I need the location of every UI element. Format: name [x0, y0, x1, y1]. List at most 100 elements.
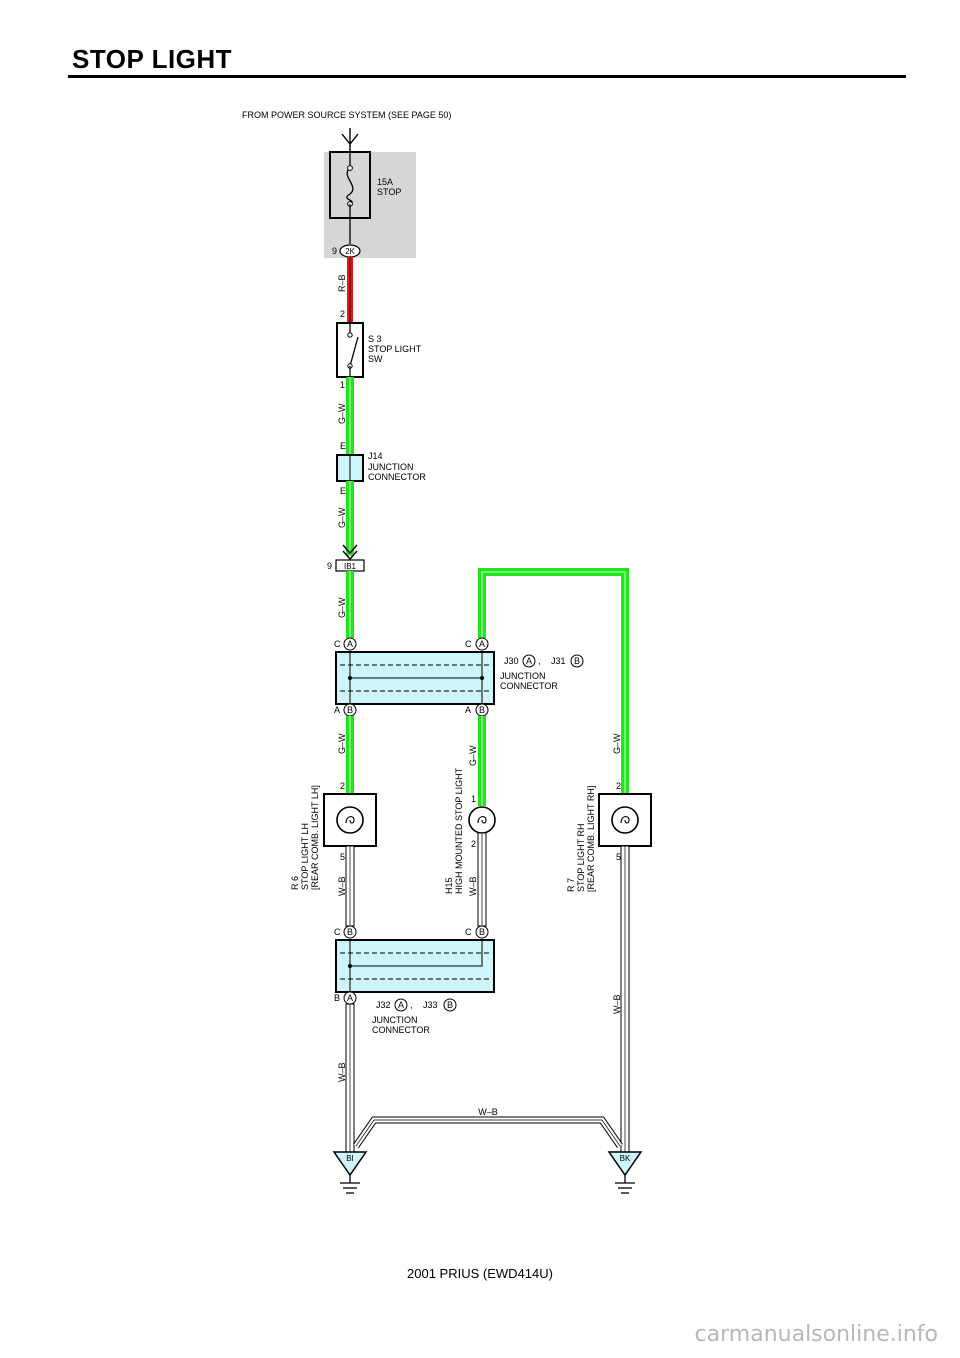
jc-upper-ref1-badge-shape [522, 654, 536, 668]
lamp-rh-pin-bottom: 5 [616, 852, 621, 862]
jc-upper-pin-tr: C [465, 639, 472, 649]
switch-line1: STOP LIGHT [368, 344, 422, 354]
jc-upper-badge-tr-shape [475, 637, 489, 651]
wire-wb-bottom-core [355, 1119, 621, 1147]
wire-wb-bottom-label: W–B [478, 1107, 498, 1117]
wire-wb-hm [477, 832, 487, 927]
jc-lower-ref2-badge-shape [443, 998, 457, 1012]
jc-upper-ref1-badge: A [526, 656, 532, 666]
lamp-hm-id: H15 [444, 877, 454, 894]
wire-wb-hm-label: W–B [468, 876, 478, 896]
wire-wb-bottom [353, 1116, 623, 1148]
wire-gw-lh-label: G–W [337, 733, 347, 754]
jc-lower-badge-tr: B [479, 927, 485, 937]
switch-id: S 3 [368, 334, 382, 344]
watermark: carmanualsonline.info [694, 1322, 938, 1347]
lamp-rh-line1: STOP LIGHT RH [576, 823, 586, 892]
jc-upper-line2: CONNECTOR [500, 681, 558, 691]
wire-wb-ground-label: W–B [337, 1062, 347, 1082]
lamp-lh-filament-icon [345, 816, 355, 824]
jc-lower-badge-bl: A [347, 993, 353, 1003]
jc-upper-node-l [348, 676, 352, 680]
wire-wb-lh-label: W–B [337, 876, 347, 896]
j14-line1: JUNCTION [368, 462, 414, 472]
switch-pin-top: 2 [340, 309, 345, 319]
jc-upper-badge-tl: A [347, 639, 353, 649]
j14-pin-bottom: E [340, 486, 346, 496]
lamp-rh-line2: [REAR COMB. LIGHT RH] [586, 786, 596, 892]
lamp-hm-pin-top: 1 [471, 794, 476, 804]
lamp-hm-pin-bottom: 2 [471, 839, 476, 849]
jc-lower-ref1-badge: A [398, 1000, 404, 1010]
jc-lower-line2: CONNECTOR [372, 1025, 430, 1035]
ground-left-label: BI [346, 1154, 354, 1163]
jc-lower-ref2-badge: B [447, 1000, 453, 1010]
jc-upper-badge-tl-shape [343, 637, 357, 651]
jc-upper-node-r [480, 676, 484, 680]
wire-wb-bottom-fill [353, 1117, 623, 1148]
jc-lower-pin-bl: B [334, 993, 340, 1003]
switch-pin-bottom: 1 [340, 380, 345, 390]
jc-lower-sep: , [410, 1000, 413, 1010]
source-note: FROM POWER SOURCE SYSTEM (SEE PAGE 50) [242, 110, 451, 120]
jc-lower-pin-tl: C [334, 927, 341, 937]
jc-upper-ref2: J31 [551, 656, 566, 666]
conn-ib1-id: IB1 [344, 562, 357, 571]
lamp-rh-filament-icon [620, 816, 630, 824]
lamp-rh-pin-top: 2 [616, 781, 621, 791]
jc-lower-link [350, 940, 483, 967]
j14-id: J14 [368, 451, 383, 461]
j14-pin-top: E [340, 441, 346, 451]
wire-wb-lh [345, 845, 355, 927]
switch-line2: SW [368, 354, 383, 364]
jc-upper-line1: JUNCTION [500, 671, 546, 681]
fuse-element [346, 167, 354, 205]
jc-lower-badge-tl-shape [343, 925, 357, 939]
footer-model: 2001 PRIUS (EWD414U) [407, 1266, 553, 1281]
j14-line2: CONNECTOR [368, 472, 426, 482]
ground-right-triangle [607, 1151, 643, 1177]
jc-upper-pin-bl: A [334, 705, 340, 715]
wire-wb-rh [620, 845, 630, 1153]
wire-gw-rh-label: G–W [612, 733, 622, 754]
wire-rb-label: R–B [337, 274, 347, 292]
jc-lower-pin-tr: C [465, 927, 472, 937]
lamp-lh-pin-bottom: 5 [340, 852, 345, 862]
conn-ib1-pin: 9 [327, 561, 332, 571]
jc-lower-badge-tr-shape [475, 925, 489, 939]
jc-upper-badge-bl: B [347, 705, 353, 715]
jc-upper-badge-br: B [479, 705, 485, 715]
conn-2k-id: 2K [345, 247, 355, 256]
ground-left-triangle [332, 1151, 368, 1177]
jc-upper-ref1: J30 [504, 656, 519, 666]
jc-lower-badge-tl: B [347, 927, 353, 937]
title-underline [68, 75, 906, 78]
wire-gw-hm-label: G–W [468, 745, 478, 766]
jc-upper-pin-br: A [465, 705, 471, 715]
jc-lower-ref1: J32 [376, 1000, 391, 1010]
fuse-rating: 15A [377, 177, 393, 187]
jc-upper-ref2-badge-shape [570, 654, 584, 668]
fuse-terminal-top [347, 165, 353, 171]
fuse-name: STOP [377, 187, 401, 197]
source-arrow-head [341, 133, 359, 146]
lamp-lh-line2: [REAR COMB. LIGHT LH] [310, 785, 320, 890]
jc-upper-badge-tr: A [479, 639, 485, 649]
conn-2k-pin: 9 [332, 246, 337, 256]
wire-gw-1-label: G–W [337, 403, 347, 424]
wire-wb-rh-label: W–B [612, 994, 622, 1014]
jc-lower-node [348, 964, 352, 968]
jc-lower-line1: JUNCTION [372, 1015, 418, 1025]
ib1-arrow-icon [342, 544, 358, 561]
lamp-lh-id: R 6 [290, 876, 300, 890]
lamp-lh-line1: STOP LIGHT LH [300, 823, 310, 890]
lamp-rh-id: R 7 [566, 878, 576, 892]
wire-wb-ground [345, 1003, 355, 1153]
lamp-lh-pin-top: 2 [340, 781, 345, 791]
jc-upper-ref2-badge: B [574, 656, 580, 666]
jc-upper-sep: , [538, 656, 541, 666]
wire-gw-loop-core [481, 571, 626, 794]
lamp-hm-line1: HIGH MOUNTED STOP LIGHT [454, 767, 464, 894]
ground-right-label: BK [620, 1154, 631, 1163]
